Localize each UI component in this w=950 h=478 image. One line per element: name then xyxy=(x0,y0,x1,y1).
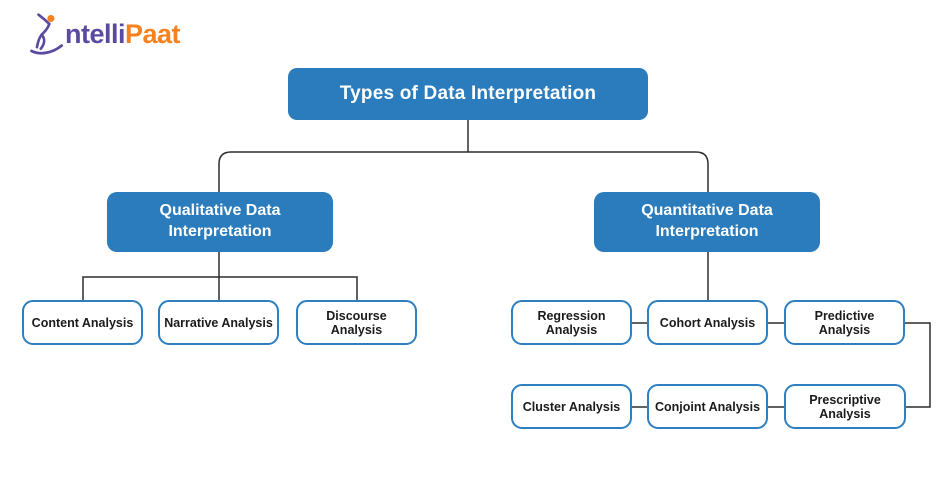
node-branch-quantitative: Quantitative Data Interpretation xyxy=(594,192,820,252)
node-leaf-regression-analysis: Regression Analysis xyxy=(511,300,632,345)
logo-person-icon xyxy=(30,13,64,55)
node-leaf-narrative-analysis: Narrative Analysis xyxy=(158,300,279,345)
node-leaf-predictive-analysis: Predictive Analysis xyxy=(784,300,905,345)
logo-wordmark: ntelliPaat xyxy=(65,18,181,49)
node-leaf-prescriptive-analysis: Prescriptive Analysis xyxy=(784,384,906,429)
intellipaat-logo: ntelliPaat xyxy=(30,10,181,58)
logo-text-primary: ntelli xyxy=(65,18,126,49)
node-leaf-content-analysis: Content Analysis xyxy=(22,300,143,345)
node-leaf-cluster-analysis: Cluster Analysis xyxy=(511,384,632,429)
node-root-title: Types of Data Interpretation xyxy=(288,68,648,120)
node-leaf-cohort-analysis: Cohort Analysis xyxy=(647,300,768,345)
node-leaf-conjoint-analysis: Conjoint Analysis xyxy=(647,384,768,429)
logo-text-secondary: Paat xyxy=(125,18,181,49)
node-leaf-discourse-analysis: Discourse Analysis xyxy=(296,300,417,345)
node-branch-qualitative: Qualitative Data Interpretation xyxy=(107,192,333,252)
